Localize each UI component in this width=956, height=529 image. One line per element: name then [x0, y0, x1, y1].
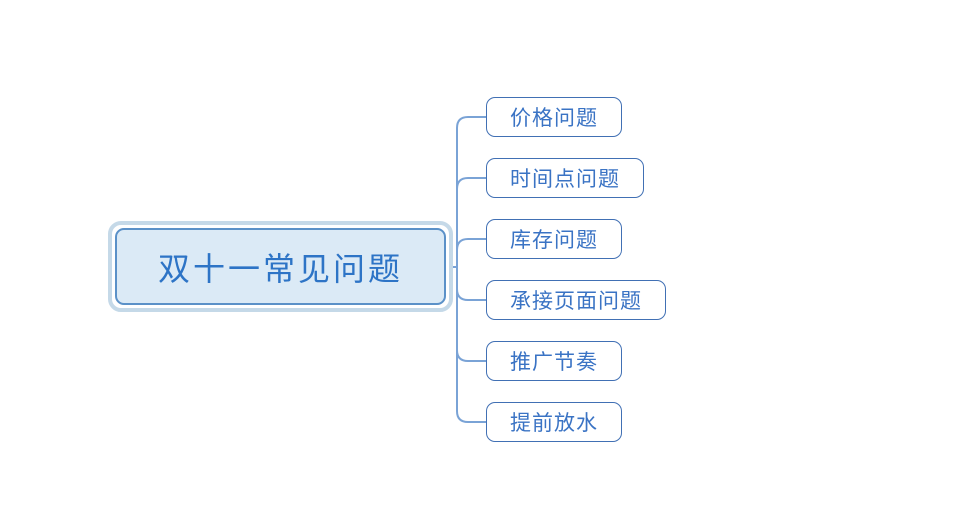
connector-line-early-release	[456, 266, 487, 423]
topic-node-price[interactable]: 价格问题	[486, 97, 622, 137]
topic-node-landing-page[interactable]: 承接页面问题	[486, 280, 666, 320]
connector-line-price	[456, 116, 487, 268]
topic-node-early-release[interactable]: 提前放水	[486, 402, 622, 442]
topic-node-inventory[interactable]: 库存问题	[486, 219, 622, 259]
connector-line-inventory	[456, 238, 487, 268]
root-topic-label: 双十一常见问题	[115, 228, 446, 305]
topic-node-timing[interactable]: 时间点问题	[486, 158, 644, 198]
connector-line-promotion-pace	[456, 266, 487, 362]
topic-node-promotion-pace[interactable]: 推广节奏	[486, 341, 622, 381]
connector-line-landing-page	[456, 266, 487, 301]
root-topic-node[interactable]: 双十一常见问题	[108, 221, 453, 312]
connector-line-timing	[456, 177, 487, 268]
